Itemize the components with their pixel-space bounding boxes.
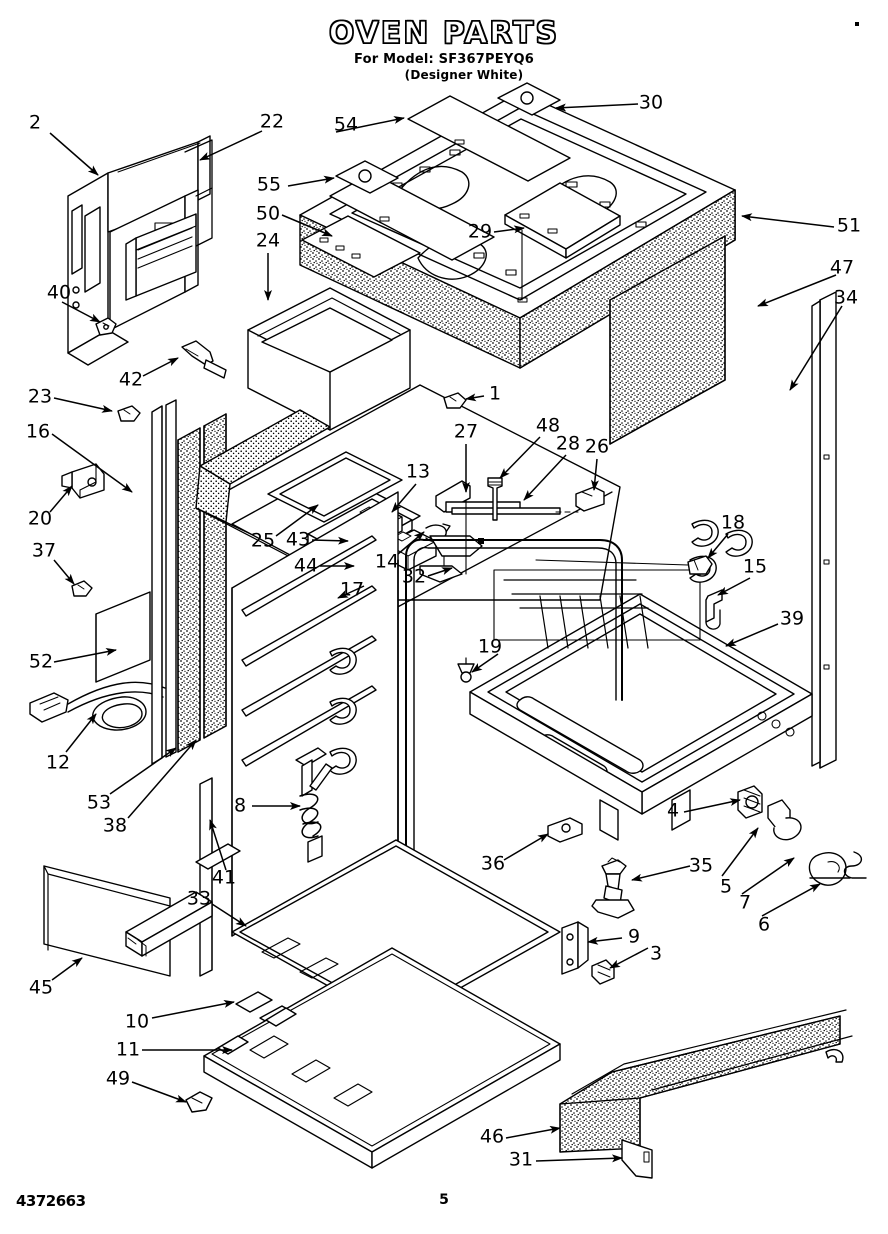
callout-44: 44 [293,554,319,577]
callout-5: 5 [719,875,733,898]
callout-17: 17 [339,578,365,601]
callout-13: 13 [405,460,431,483]
callout-16: 16 [25,420,51,443]
callout-54: 54 [333,113,359,136]
callout-45: 45 [28,976,54,999]
callout-43: 43 [285,528,311,551]
callout-14: 14 [374,550,400,573]
callout-9: 9 [627,925,641,948]
callout-53: 53 [86,791,112,814]
callout-49: 49 [105,1067,131,1090]
callout-12: 12 [45,751,71,774]
callout-24: 24 [255,229,281,252]
callout-40: 40 [46,281,72,304]
callout-39: 39 [779,607,805,630]
callout-26: 26 [584,435,610,458]
callout-35: 35 [688,854,714,877]
callout-28: 28 [555,432,581,455]
callout-42: 42 [118,368,144,391]
callout-6: 6 [757,913,771,936]
callout-47: 47 [829,256,855,279]
callout-50: 50 [255,202,281,225]
callout-11: 11 [115,1038,141,1061]
callout-37: 37 [31,539,57,562]
callout-30: 30 [638,91,664,114]
corner-registration-mark [855,22,859,26]
callout-1: 1 [488,382,502,405]
callout-10: 10 [124,1010,150,1033]
callout-27: 27 [453,420,479,443]
callout-3: 3 [649,942,663,965]
callout-41: 41 [211,866,237,889]
callout-46: 46 [479,1125,505,1148]
callout-4: 4 [666,799,680,822]
callout-8: 8 [233,794,247,817]
callout-36: 36 [480,852,506,875]
callout-48: 48 [535,414,561,437]
callout-51: 51 [836,214,862,237]
callout-38: 38 [102,814,128,837]
callout-32: 32 [401,565,427,588]
callout-15: 15 [742,555,768,578]
callout-33: 33 [186,887,212,910]
callout-22: 22 [259,110,285,133]
callout-20: 20 [27,507,53,530]
callout-23: 23 [27,385,53,408]
callout-34: 34 [833,286,859,309]
callout-25: 25 [250,529,276,552]
callout-52: 52 [28,650,54,673]
callout-7: 7 [738,891,752,914]
callout-19: 19 [477,635,503,658]
document-number: 4372663 [16,1192,86,1210]
callout-2: 2 [28,111,42,134]
callout-29: 29 [467,220,493,243]
page-number: 5 [439,1192,449,1208]
callout-31: 31 [508,1148,534,1171]
callout-18: 18 [720,511,746,534]
callout-55: 55 [256,173,282,196]
